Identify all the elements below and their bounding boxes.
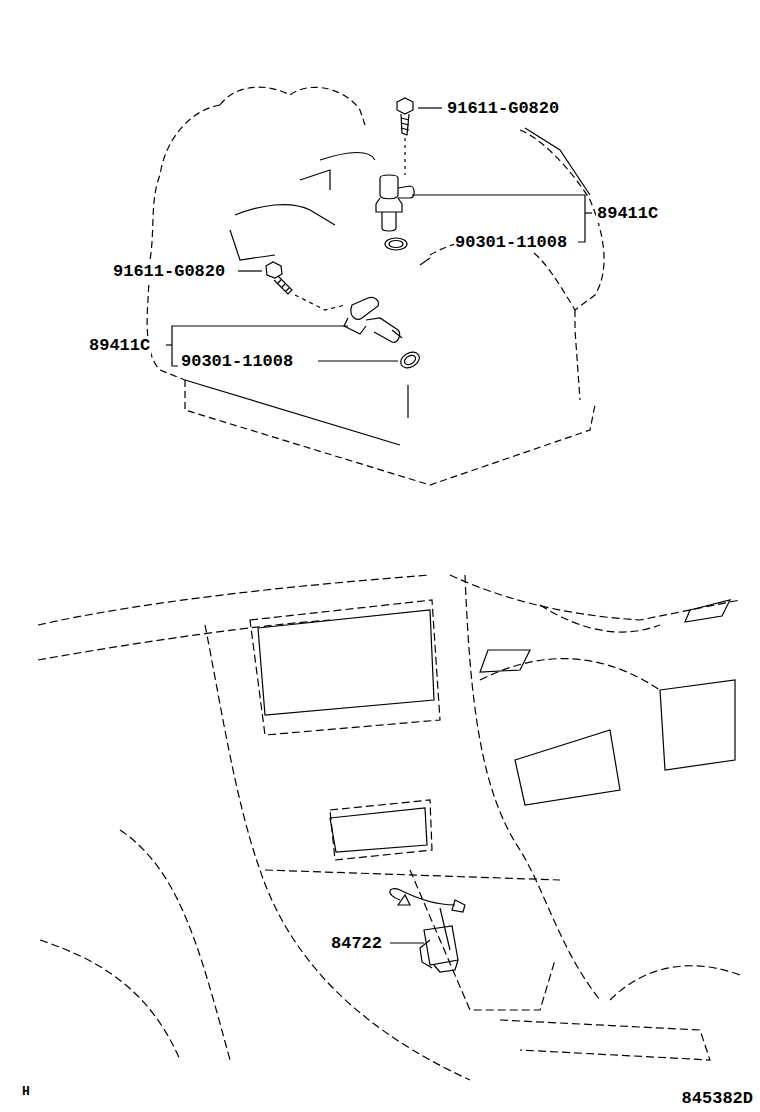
part-number: 89411C (596, 204, 659, 223)
part-number: 89411C (88, 336, 151, 355)
part-number: 91611-G0820 (446, 99, 560, 118)
drawing-code: 845382D (681, 1089, 754, 1108)
drawing-code: H (21, 1084, 31, 1099)
part-number: 90301-11008 (454, 233, 568, 252)
part-number: 91611-G0820 (112, 262, 226, 281)
part-number: 90301-11008 (180, 352, 294, 371)
part-number: 84722 (330, 934, 383, 953)
